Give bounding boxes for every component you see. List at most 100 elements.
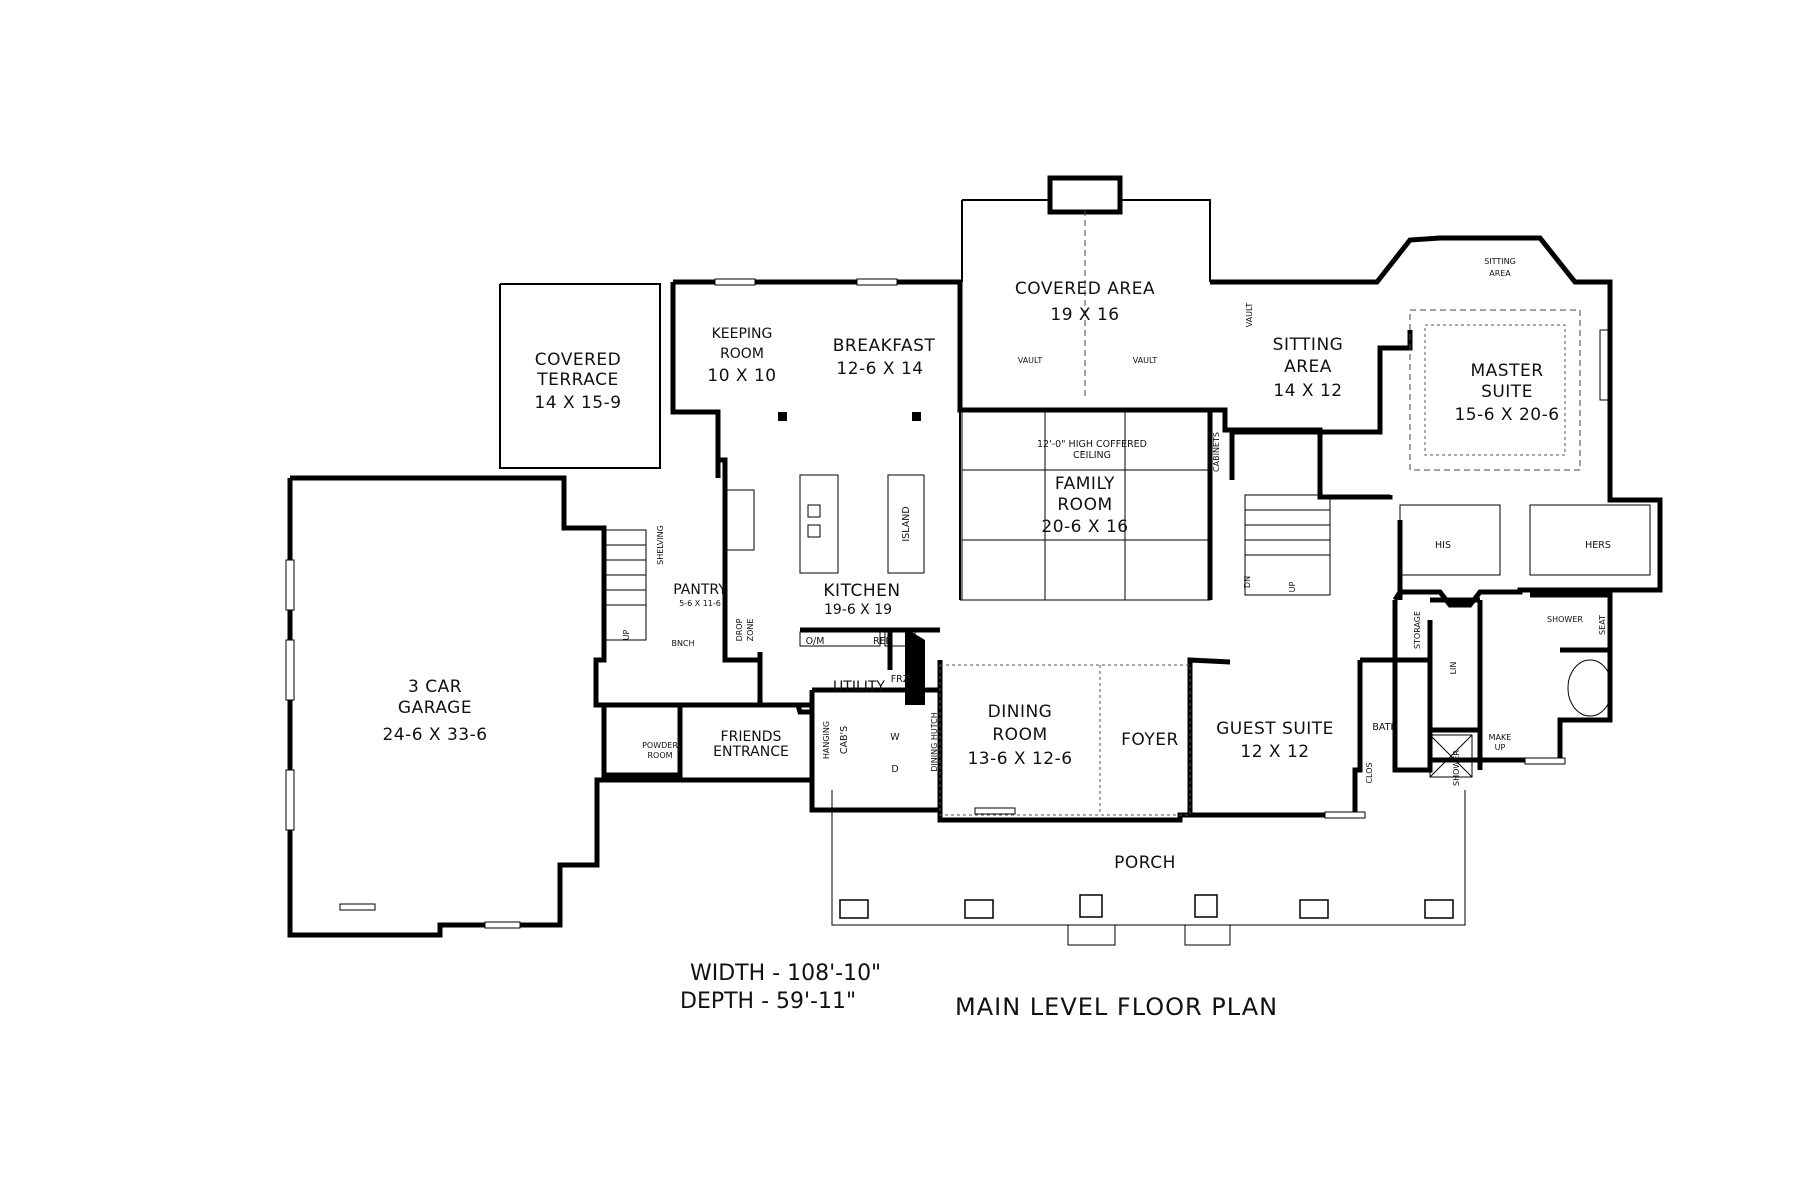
svg-text:UP: UP [1288,581,1297,592]
svg-text:D: D [891,764,898,775]
master-suite-label: MASTER SUITE 15-6 X 20-6 [1454,361,1559,425]
svg-text:VAULT: VAULT [1018,356,1043,365]
svg-text:SITTING: SITTING [1273,335,1344,355]
svg-text:3 CAR: 3 CAR [408,677,462,697]
svg-text:MASTER: MASTER [1470,361,1543,381]
svg-text:SEAT: SEAT [1598,615,1607,635]
exterior-walls [287,175,1663,938]
svg-text:FOYER: FOYER [1121,730,1179,750]
svg-text:SUITE: SUITE [1481,382,1533,402]
coffered-ceiling-grid [939,210,1581,816]
breakfast-label: BREAKFAST 12-6 X 14 [833,336,936,379]
svg-text:SHOWER: SHOWER [1452,750,1461,786]
svg-text:14 X 12: 14 X 12 [1273,381,1342,401]
svg-text:DINING HUTCH: DINING HUTCH [930,712,939,771]
stairs [605,494,1331,641]
svg-text:DINING: DINING [988,702,1053,722]
svg-text:ROOM: ROOM [647,751,672,760]
svg-text:KITCHEN: KITCHEN [823,581,900,601]
interior-walls [604,410,1663,783]
plan-depth: DEPTH - 59'-11" [680,989,856,1014]
svg-text:VAULT: VAULT [1133,356,1158,365]
keeping-room-label: KEEPING ROOM 10 X 10 [707,326,776,386]
svg-text:20-6 X 16: 20-6 X 16 [1041,517,1128,537]
svg-text:VAULT: VAULT [1245,303,1254,328]
garage-label: 3 CAR GARAGE 24-6 X 33-6 [382,677,487,745]
svg-text:14 X 15-9: 14 X 15-9 [534,393,621,413]
svg-text:CLOS: CLOS [1365,762,1374,783]
svg-text:SITTING: SITTING [1484,257,1516,266]
powder-room-label: POWDER ROOM [642,741,678,760]
svg-text:GUEST SUITE: GUEST SUITE [1216,719,1334,739]
svg-text:STORAGE: STORAGE [1413,611,1422,649]
svg-text:UP: UP [1495,743,1506,752]
svg-text:ROOM: ROOM [1057,495,1112,515]
svg-text:BNCH: BNCH [671,639,694,648]
svg-text:MAKE: MAKE [1489,733,1512,742]
sitting-area-label: SITTING AREA 14 X 12 [1273,335,1344,401]
svg-text:REF: REF [873,636,891,647]
svg-text:GARAGE: GARAGE [398,698,472,718]
porch-structure [831,790,1466,946]
svg-text:ISLAND: ISLAND [901,506,912,541]
porch-label: PORCH [1114,853,1176,873]
svg-text:UTILITY: UTILITY [833,679,885,695]
small-labels: HIS HERS STORAGE LIN BATH CLOS SHOWER SH… [622,303,1611,786]
svg-text:LIN: LIN [1449,662,1458,675]
svg-text:12 X 12: 12 X 12 [1240,742,1309,762]
svg-text:CABINETS: CABINETS [1212,432,1221,472]
svg-text:TERRACE: TERRACE [536,370,619,390]
svg-text:ROOM: ROOM [992,725,1047,745]
svg-text:HERS: HERS [1585,540,1611,551]
svg-text:COVERED AREA: COVERED AREA [1015,279,1155,299]
svg-text:W: W [890,732,900,743]
kitchen-label: KITCHEN 19-6 X 19 ISLAND [823,506,912,618]
svg-text:10 X 10: 10 X 10 [707,366,776,386]
svg-text:POWDER: POWDER [642,741,678,750]
svg-text:DROP: DROP [735,618,744,641]
guest-suite-label: GUEST SUITE 12 X 12 [1216,719,1334,762]
svg-text:24-6 X 33-6: 24-6 X 33-6 [382,725,487,745]
plan-width: WIDTH - 108'-10" [690,961,881,986]
svg-text:COVERED: COVERED [535,350,621,370]
svg-text:5-6 X 11-6: 5-6 X 11-6 [679,599,721,608]
kitchen-fixtures [725,412,1651,778]
svg-text:15-6 X 20-6: 15-6 X 20-6 [1454,405,1559,425]
pantry-label: PANTRY 5-6 X 11-6 SHELVING [656,525,727,608]
svg-text:BATH: BATH [1372,722,1397,733]
covered-terrace-label: COVERED TERRACE 14 X 15-9 [534,350,621,413]
master-sitting-label: SITTING AREA [1484,257,1516,278]
svg-text:19-6 X 19: 19-6 X 19 [824,602,892,618]
svg-text:ENTRANCE: ENTRANCE [713,744,789,760]
svg-text:CEILING: CEILING [1073,450,1111,461]
svg-text:FRIENDS: FRIENDS [721,729,782,745]
family-room-label: 12'-0" HIGH COFFERED CEILING FAMILY ROOM… [1037,439,1147,537]
svg-text:AREA: AREA [1489,269,1511,278]
windows [285,278,1609,929]
svg-text:DN: DN [1243,576,1252,588]
svg-text:BREAKFAST: BREAKFAST [833,336,936,356]
svg-text:ROOM: ROOM [720,346,764,362]
covered-area-label: COVERED AREA 19 X 16 [1015,279,1155,325]
svg-text:UP: UP [622,629,631,640]
svg-text:KEEPING: KEEPING [712,326,773,342]
svg-text:19 X 16: 19 X 16 [1050,305,1119,325]
svg-text:AREA: AREA [1284,357,1332,377]
svg-text:FRZ: FRZ [891,674,910,685]
svg-text:SHOWER: SHOWER [1547,615,1583,624]
svg-text:PANTRY: PANTRY [673,582,727,598]
svg-text:CAB'S: CAB'S [839,726,850,754]
friends-entrance-label: FRIENDS ENTRANCE [713,729,789,760]
dining-room-label: DINING ROOM 13-6 X 12-6 DINING HUTCH [930,702,1072,772]
foyer-label: FOYER [1121,730,1179,750]
svg-text:HANGING: HANGING [822,721,831,759]
svg-text:PORCH: PORCH [1114,853,1176,873]
svg-text:12-6 X 14: 12-6 X 14 [836,359,923,379]
svg-text:FAMILY: FAMILY [1055,474,1115,494]
svg-text:ZONE: ZONE [746,619,755,642]
svg-text:HIS: HIS [1435,540,1451,551]
plan-title: MAIN LEVEL FLOOR PLAN [955,993,1278,1021]
svg-text:13-6 X 12-6: 13-6 X 12-6 [967,749,1072,769]
svg-text:12'-0" HIGH COFFERED: 12'-0" HIGH COFFERED [1037,439,1147,450]
